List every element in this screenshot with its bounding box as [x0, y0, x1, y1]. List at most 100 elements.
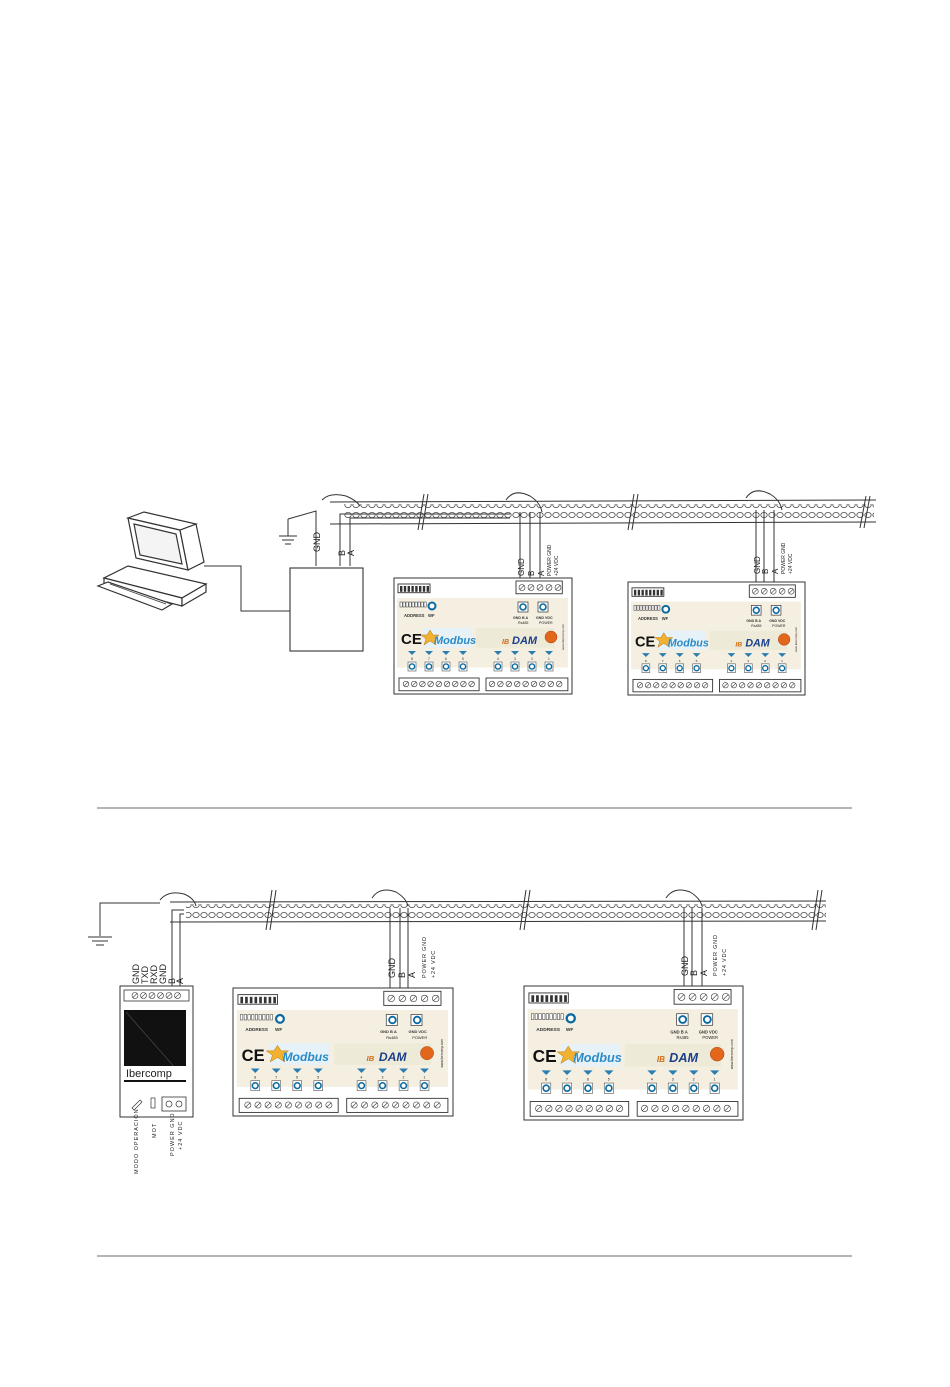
terminal-screw-slot: [149, 993, 155, 998]
terminal-screw-slot: [326, 1102, 332, 1108]
terminal-screw-slot: [362, 1102, 367, 1108]
terminal-screw-slot: [790, 683, 795, 688]
terminal-screw-slot: [531, 681, 537, 687]
dip-switch: [639, 605, 643, 611]
power-pin-labels: GND VDC: [699, 1029, 718, 1034]
modbus-star-icon: [420, 629, 440, 646]
bus-name: Rs485: [751, 624, 761, 628]
input-number: 2: [764, 659, 766, 663]
address-tick: [259, 996, 262, 1004]
address-label: ADDRESS: [245, 1027, 268, 1032]
address-tick: [649, 589, 652, 596]
product-name: DAM: [512, 635, 538, 647]
terminal-screw-slot: [686, 683, 691, 688]
address-strip: [631, 587, 665, 597]
ce-mark: CE: [635, 634, 656, 650]
terminal-screw-slot: [245, 1102, 251, 1108]
input-indicator: [761, 653, 770, 658]
terminal-screw-slot: [616, 1105, 622, 1111]
terminal-screw-slot: [420, 681, 425, 687]
terminal-screw-slot: [132, 993, 138, 998]
input-indicator: [562, 1070, 572, 1075]
input-indicator: [459, 651, 467, 655]
terminal-screw-slot: [141, 993, 146, 998]
input-indicator: [647, 1070, 657, 1075]
m1-label-power-gnd: POWER GND: [547, 544, 553, 576]
dip-switch: [408, 601, 412, 608]
dip-switch: [247, 1014, 251, 1021]
ground-icon: [88, 902, 160, 946]
input-indicator: [642, 653, 650, 658]
dip-switch: [402, 601, 406, 608]
terminal-screw-slot: [422, 995, 428, 1002]
wf-label: WF: [428, 613, 435, 618]
dip-switch: [654, 605, 658, 611]
website-text: www.ibercomp.com: [561, 623, 565, 650]
input-indicator: [357, 1068, 366, 1073]
converter-box: [289, 567, 364, 652]
converter-bottom-labels: MODO OPERACIÓN MOT POWER GND +24 VDC: [133, 1108, 184, 1174]
modbus-star-icon: [654, 632, 674, 648]
website-text: www.ibercomp.com: [794, 626, 798, 652]
input-number: 8: [545, 1078, 547, 1082]
terminal-screw-slot: [403, 681, 409, 687]
address-strip: [397, 583, 431, 594]
m1-label-a: A: [537, 570, 546, 576]
input-led: [528, 663, 536, 670]
dip-switch: [556, 1013, 561, 1020]
m3-label-gnd: GND: [387, 958, 397, 979]
computer-icon: [96, 511, 208, 611]
input-number: 8: [254, 1075, 256, 1079]
address-tick: [240, 996, 244, 1004]
terminal-screw-slot: [770, 588, 776, 594]
modo-operacion-label: MODO OPERACIÓN: [133, 1108, 140, 1174]
input-led: [459, 663, 467, 670]
terminal-screw-slot: [275, 1102, 281, 1108]
power-pin-labels: GND VDC: [769, 619, 786, 623]
address-tick: [637, 589, 641, 596]
address-label: ADDRESS: [536, 1027, 560, 1033]
bus-pin-labels: GND B A: [746, 619, 761, 623]
address-tick: [419, 586, 422, 592]
input-indicator: [668, 1070, 678, 1075]
terminal-screw-slot: [566, 1105, 572, 1111]
input-number: 1: [423, 1075, 425, 1079]
m2-label-b: B: [761, 569, 770, 574]
address-tick: [645, 589, 648, 596]
input-indicator: [727, 653, 736, 658]
terminal-screw-slot: [285, 1102, 291, 1108]
input-number: 7: [428, 657, 430, 661]
terminal-screw-slot: [788, 588, 794, 594]
m4-label-gnd: GND: [680, 956, 690, 977]
wf-label: WF: [275, 1027, 282, 1032]
input-number: 8: [411, 657, 413, 661]
terminal-screw-slot: [779, 588, 785, 594]
address-tick: [263, 996, 267, 1004]
address-tick: [273, 996, 276, 1004]
input-led: [378, 1082, 387, 1090]
conv-label-gnd2: GND: [158, 964, 168, 985]
input-number: 8: [645, 659, 647, 663]
terminal-screw-slot: [748, 683, 753, 688]
terminal-screw-slot: [704, 1105, 710, 1111]
website-text: www.ibercomp.com: [440, 1039, 444, 1068]
dip-switch: [645, 605, 649, 611]
power-led-icon: [778, 633, 791, 646]
power-gnd-label: POWER GND: [170, 1112, 176, 1156]
dip-switch: [531, 1013, 535, 1020]
dip-switch: [549, 1013, 553, 1020]
modbus-banner: [424, 628, 473, 648]
input-indicator: [408, 651, 416, 655]
ibdam-banner: [334, 1043, 432, 1065]
terminal-screw-slot: [723, 683, 728, 688]
terminal-screw-slot: [765, 683, 770, 688]
dip-switch: [266, 1014, 270, 1021]
power-led-icon: [420, 1046, 434, 1060]
address-tick: [411, 586, 414, 592]
input-led: [693, 664, 700, 672]
terminal-screw-slot: [296, 1102, 301, 1108]
dip-switch: [651, 605, 655, 611]
